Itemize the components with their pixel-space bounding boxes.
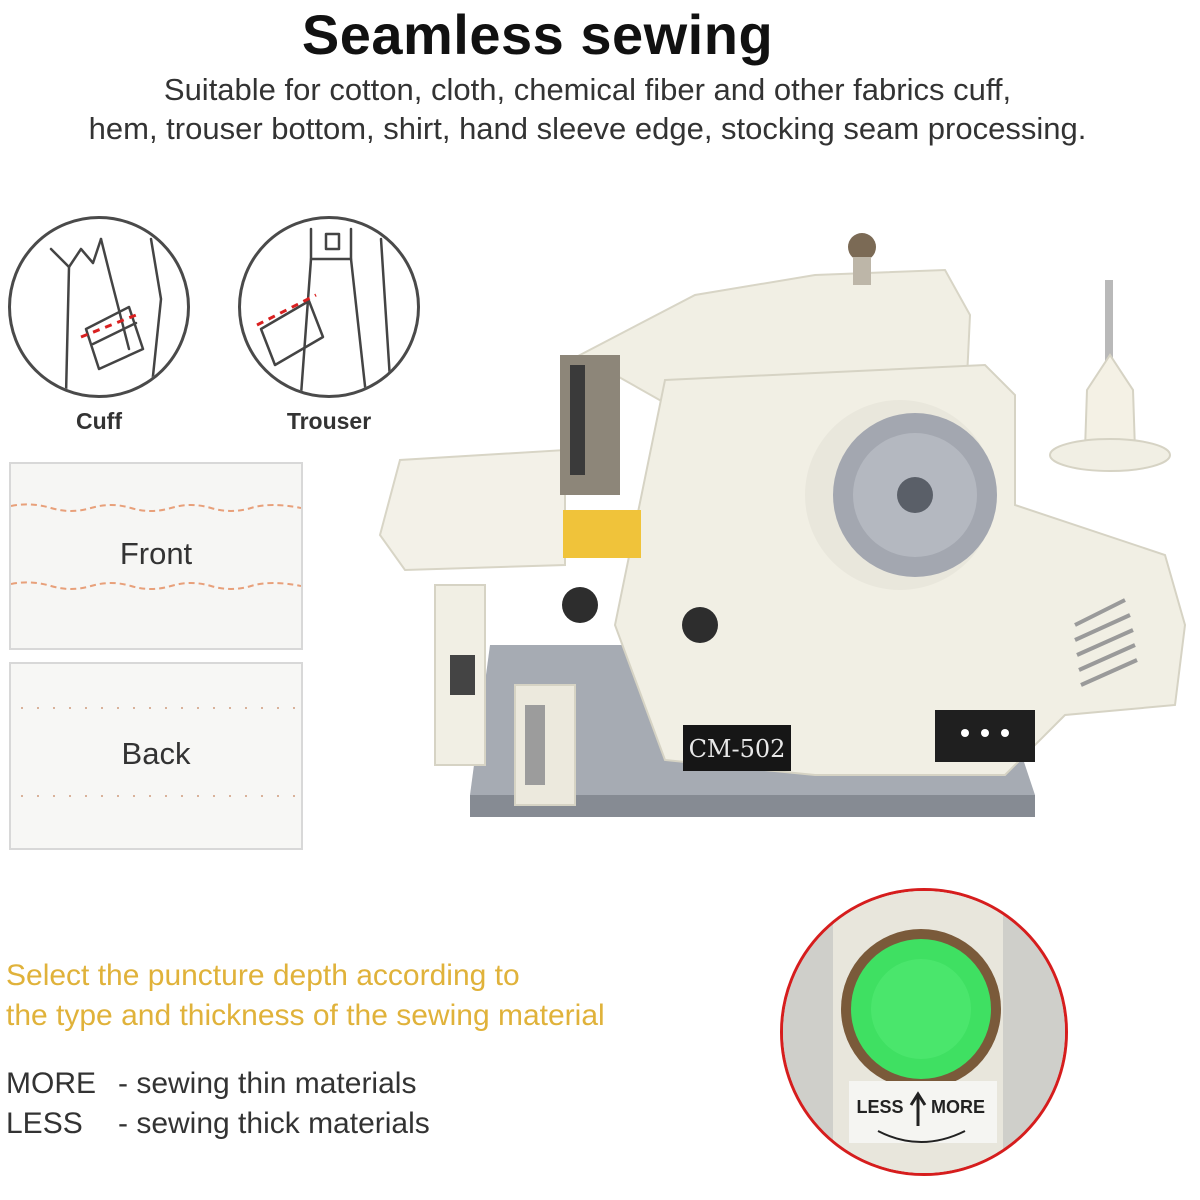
legend-more-desc: - sewing thin materials <box>118 1067 417 1100</box>
legend-less-key: LESS <box>6 1107 83 1140</box>
depth-legend: MORE - sewing thin materials LESS - sewing… <box>6 1064 706 1144</box>
subtitle-line-2: hem, trouser bottom, shirt, hand sleeve … <box>88 111 1087 146</box>
shirt-cuff-icon <box>8 216 190 398</box>
front-stitch-sample: Front <box>9 462 303 650</box>
cuff-label: Cuff <box>76 408 122 434</box>
depth-instructions-line-2: the type and thickness of the sewing mat… <box>6 999 605 1032</box>
front-label: Front <box>119 536 193 571</box>
legend-less-desc: - sewing thick materials <box>118 1107 430 1140</box>
depth-instructions-line-1: Select the puncture depth according to <box>6 959 520 992</box>
page-subtitle: Suitable for cotton, cloth, chemical fib… <box>0 70 1175 148</box>
dial-more-label: MORE <box>931 1097 985 1117</box>
depth-instructions: Select the puncture depth according to t… <box>6 956 766 1036</box>
dial-less-label: LESS <box>856 1097 903 1117</box>
legend-less: LESS - sewing thick materials <box>6 1104 706 1144</box>
legend-more-key: MORE <box>6 1067 96 1100</box>
trouser-hem-icon <box>238 216 420 398</box>
subtitle-line-1: Suitable for cotton, cloth, chemical fib… <box>163 72 1012 107</box>
legend-more: MORE - sewing thin materials <box>6 1064 706 1104</box>
back-stitch-sample: Back <box>9 662 303 850</box>
depth-dial-closeup: LESS MORE <box>780 888 1068 1176</box>
model-plate-text: CM-502 <box>689 735 786 763</box>
page-title: Seamless sewing <box>301 3 774 66</box>
back-label: Back <box>121 736 191 771</box>
blind-stitch-machine-image: CM-502 <box>365 205 1200 845</box>
trouser-label: Trouser <box>286 408 372 434</box>
